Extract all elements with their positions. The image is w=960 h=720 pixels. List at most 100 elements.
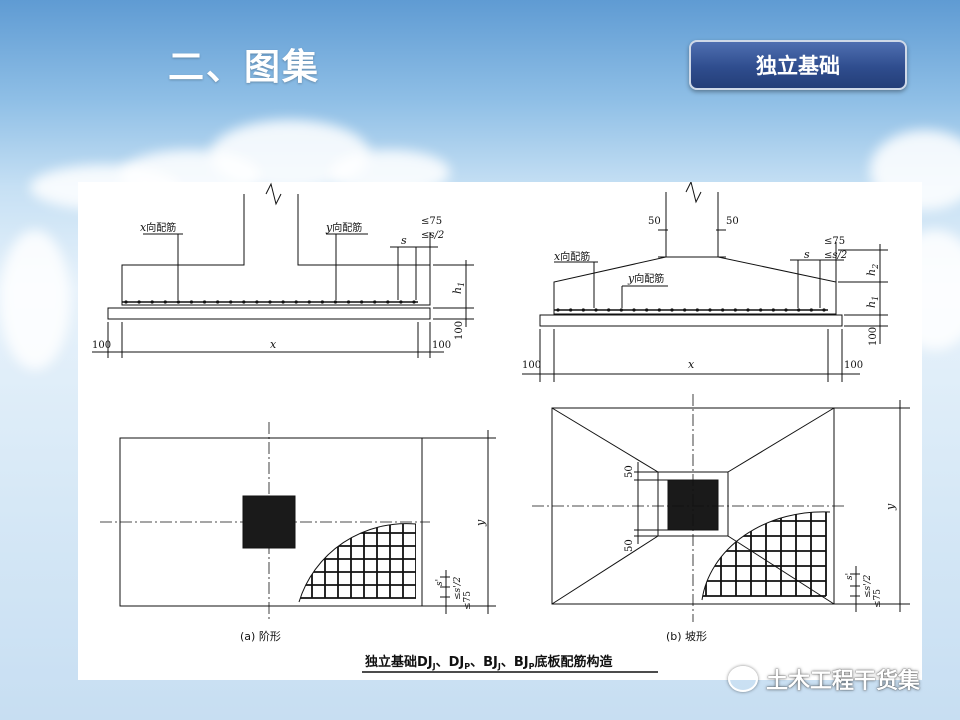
dim-x-b: x	[688, 358, 695, 371]
rebar-dot	[594, 308, 598, 312]
rebar-dot	[268, 300, 272, 304]
dim-bottom-a: 100	[454, 321, 465, 340]
rebar-dot	[163, 300, 167, 304]
dim-s-a: s	[401, 234, 407, 247]
column-a-outline	[121, 194, 431, 306]
plan-b-mesh	[702, 511, 827, 597]
drawing-panel: x向配筋 y向配筋 s ≤75 ≤s/2 h1 100	[78, 182, 922, 680]
dim-side-a-left: 100	[92, 340, 111, 351]
rebar-dot	[581, 308, 585, 312]
label-x-bar-b: x向配筋	[554, 250, 590, 263]
dim-50-plan-b-lower: 50	[624, 539, 635, 552]
rebar-dot	[229, 300, 233, 304]
rebar-dot	[189, 300, 194, 304]
page-title: 二、图集	[168, 47, 321, 88]
plan-a: y s' ≤s'/2 ≤75 (a) 阶形	[100, 422, 496, 643]
section-b: 50 50 x向配筋 y向配筋 s ≤75 ≤s/2	[522, 182, 888, 382]
foundation-drawing: x向配筋 y向配筋 s ≤75 ≤s/2 h1 100	[92, 182, 910, 673]
rebar-dot	[242, 300, 246, 304]
dim-side-b-left: 100	[522, 360, 541, 371]
cloud-decoration	[0, 230, 70, 370]
dim-s-b: s	[804, 248, 810, 261]
plan-b-mesh-edge	[701, 511, 831, 601]
break-mark-b	[685, 182, 702, 204]
rebar-dot	[412, 300, 416, 304]
dim-le75-plan-b: ≤75	[873, 589, 883, 608]
dim-s-prime-b: s'	[845, 573, 855, 580]
label-view-a: (a) 阶形	[240, 629, 281, 643]
label-x-bar-a: x向配筋	[140, 221, 176, 234]
rebar-dot	[569, 308, 573, 312]
drawing-caption: 独立基础DJJ、DJP、BJJ、BJP底板配筋构造	[365, 654, 614, 671]
rebar-dot	[721, 308, 725, 312]
watermark: 土木工程干货集	[728, 662, 920, 696]
rebar-dot	[320, 300, 324, 304]
base-slab-b	[539, 314, 843, 327]
rebar-dots-a	[124, 300, 416, 304]
plan-a-mesh-edge	[298, 523, 417, 603]
rebar-dot	[137, 300, 141, 304]
rebar-dot	[150, 300, 154, 304]
dim-h1-a: h1	[451, 282, 466, 294]
dim-h2-b: h2	[865, 264, 880, 276]
rebar-dot	[399, 300, 403, 304]
dim-y-b: y	[884, 503, 897, 511]
rebar-dot	[176, 300, 180, 304]
rebar-dot	[386, 300, 390, 304]
plan-a-mesh	[299, 523, 416, 599]
rebar-dot	[124, 300, 128, 304]
dim-x-a: x	[270, 338, 277, 351]
label-y-bar-b: y向配筋	[627, 272, 664, 285]
label-view-b: (b) 坡形	[666, 630, 707, 643]
rebar-dot	[645, 308, 649, 312]
watermark-text: 土木工程干货集	[766, 669, 921, 694]
dim-side-b-right: 100	[844, 360, 863, 371]
dim-le-s2-a: ≤s/2	[421, 230, 444, 241]
rebar-dot	[607, 308, 611, 312]
rebar-dot	[373, 300, 377, 304]
rebar-dot	[771, 308, 775, 312]
dim-h1-b: h1	[865, 296, 880, 308]
break-mark-a	[265, 182, 282, 206]
rebar-dot	[822, 308, 826, 312]
rebar-dot	[255, 300, 259, 304]
rebar-dot	[733, 308, 737, 312]
column-b-outline	[553, 192, 837, 315]
plan-b-slope-tr	[727, 407, 835, 473]
rebar-dot	[216, 300, 220, 304]
rebar-dot	[809, 308, 813, 312]
section-a: x向配筋 y向配筋 s ≤75 ≤s/2 h1 100	[92, 182, 474, 358]
plan-b-slope-tl	[551, 407, 659, 473]
plan-b: 50 50 y s' ≤s'/2 ≤75 (b) 坡形	[532, 394, 910, 643]
dim-s-prime-half-a: ≤s'/2	[453, 576, 463, 600]
rebar-dot	[683, 308, 687, 312]
dim-le75-plan-a: ≤75	[463, 591, 473, 610]
rebar-dots-b	[556, 308, 826, 312]
rebar-dot	[346, 300, 351, 304]
rebar-dot	[670, 308, 674, 312]
dim-y-a: y	[474, 519, 487, 527]
rebar-dot	[695, 308, 699, 312]
dim-side-a-right: 100	[432, 340, 451, 351]
dim-s-prime-a: s'	[435, 579, 445, 586]
wechat-icon	[728, 666, 758, 692]
dim-le75-b: ≤75	[824, 236, 845, 247]
rebar-dot	[294, 300, 298, 304]
rebar-dot	[281, 300, 285, 304]
rebar-dot	[784, 308, 788, 312]
dim-bottom-b: 100	[868, 327, 879, 346]
section-tab-button[interactable]: 独立基础	[689, 40, 907, 90]
rebar-dot	[708, 308, 712, 312]
dim-50-b-left: 50	[648, 216, 661, 227]
rebar-dot	[797, 308, 801, 312]
dim-50-b-right: 50	[726, 216, 739, 227]
rebar-dot	[556, 308, 560, 312]
dim-le-s2-b: ≤s/2	[824, 250, 847, 261]
rebar-dot	[746, 308, 750, 312]
rebar-dot	[360, 300, 364, 304]
plan-a-column	[242, 495, 296, 549]
dim-le75-a: ≤75	[421, 216, 442, 227]
rebar-dot	[307, 300, 311, 304]
base-slab-a	[107, 307, 431, 320]
dim-50-plan-b-upper: 50	[624, 465, 635, 478]
